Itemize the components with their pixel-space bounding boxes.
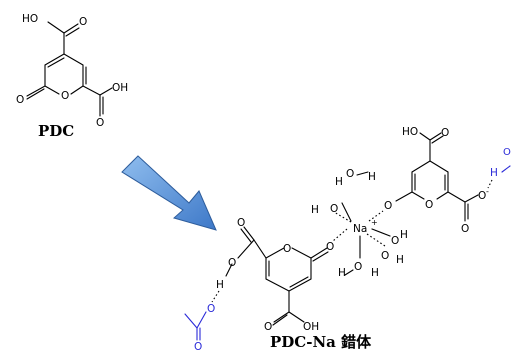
bond xyxy=(419,132,431,141)
pdc-label: PDC xyxy=(38,122,74,140)
atom-label: H xyxy=(368,171,376,183)
bond xyxy=(371,228,391,237)
sodium-center: Na + H O H H O O H O H O H H xyxy=(311,168,408,279)
bond xyxy=(411,160,431,173)
left-pdc-ligand: O O O O H O OH xyxy=(211,217,334,333)
hydrogen-bond xyxy=(487,179,493,189)
atom-label: O xyxy=(391,235,399,247)
bond xyxy=(429,160,449,173)
atom-label: O xyxy=(264,321,272,333)
bond xyxy=(411,191,425,200)
atom-label: O xyxy=(354,261,362,273)
bond xyxy=(99,87,113,96)
dashed-bond xyxy=(332,228,348,242)
atom-label: O xyxy=(237,217,245,229)
atom-label: O xyxy=(384,200,392,212)
atom-label: OH xyxy=(112,82,128,94)
bond xyxy=(63,53,84,66)
bond xyxy=(291,247,312,259)
bond xyxy=(82,85,101,96)
bond xyxy=(63,23,79,34)
pdc-molecule: HO O O O OH O xyxy=(16,13,128,129)
atom-label: H xyxy=(335,176,343,188)
bond xyxy=(273,311,290,323)
hydrogen-bond xyxy=(211,290,220,303)
sodium-atom: Na xyxy=(353,223,367,235)
atom-label: H xyxy=(216,279,224,291)
bond xyxy=(44,85,60,95)
atom-label: O xyxy=(381,250,389,262)
atom-label: H xyxy=(396,254,404,266)
atom-label: O xyxy=(326,241,334,253)
right-pdc-ligand: HO O O O O - O xyxy=(384,126,489,235)
bond xyxy=(288,311,305,323)
atom-label: O xyxy=(283,243,291,255)
atom-label: HO xyxy=(22,13,38,25)
atom-label: H xyxy=(311,204,319,216)
atom-label: O xyxy=(61,90,69,102)
bond xyxy=(225,263,233,277)
bond xyxy=(26,88,45,100)
bond xyxy=(265,278,290,292)
reaction-arrow xyxy=(121,155,217,231)
charge: + xyxy=(371,218,378,227)
atom-label: H xyxy=(490,167,498,179)
bond xyxy=(265,247,285,259)
atom-label: O xyxy=(207,303,215,315)
bond xyxy=(395,191,413,202)
bond xyxy=(447,191,466,203)
bond xyxy=(436,191,449,200)
atom-label: O xyxy=(16,94,24,106)
hbond-partner-left: O O xyxy=(184,303,215,353)
atom-label: O xyxy=(79,16,87,28)
atom-label: H xyxy=(371,267,379,279)
bond xyxy=(26,85,46,97)
atom-label: O xyxy=(441,127,449,139)
dashed-bond xyxy=(368,210,384,222)
atom-label: O xyxy=(330,203,338,215)
complex-label: PDC-Na 錯体 xyxy=(270,333,372,351)
bond xyxy=(356,171,369,176)
bond xyxy=(44,53,65,66)
atom-label: H xyxy=(400,229,408,241)
bond xyxy=(341,202,352,222)
bond xyxy=(237,239,255,259)
bond xyxy=(288,278,312,292)
bond xyxy=(65,27,80,37)
bond xyxy=(431,135,444,144)
bond xyxy=(243,226,255,241)
bond xyxy=(70,85,84,95)
bond xyxy=(253,239,267,259)
atom-label: O xyxy=(346,168,354,180)
bond xyxy=(344,269,354,276)
atom-label: O xyxy=(194,341,202,351)
bond xyxy=(47,57,65,68)
atom-label: OH xyxy=(303,321,319,333)
atom-label: HO xyxy=(402,126,418,138)
atom-label: O xyxy=(503,147,511,158)
charge: - xyxy=(486,187,489,196)
hbond-partner-right: H O xyxy=(487,147,511,189)
bond xyxy=(272,314,288,326)
bond xyxy=(47,21,65,34)
bond xyxy=(501,165,511,173)
bond xyxy=(184,313,198,329)
bond xyxy=(240,228,252,243)
dashed-bond xyxy=(366,233,386,247)
bond xyxy=(312,251,329,262)
atom-label: O xyxy=(461,223,469,235)
bond xyxy=(464,194,479,203)
bond xyxy=(310,247,328,259)
bond xyxy=(196,311,207,329)
atom-label: O xyxy=(96,117,104,129)
dashed-bond xyxy=(333,211,352,223)
atom-label: O xyxy=(228,257,236,269)
bond xyxy=(429,132,442,141)
bond xyxy=(289,276,309,288)
atom-label: O xyxy=(425,199,433,211)
atom-label: O xyxy=(478,190,486,202)
atom-label: H xyxy=(338,267,346,279)
